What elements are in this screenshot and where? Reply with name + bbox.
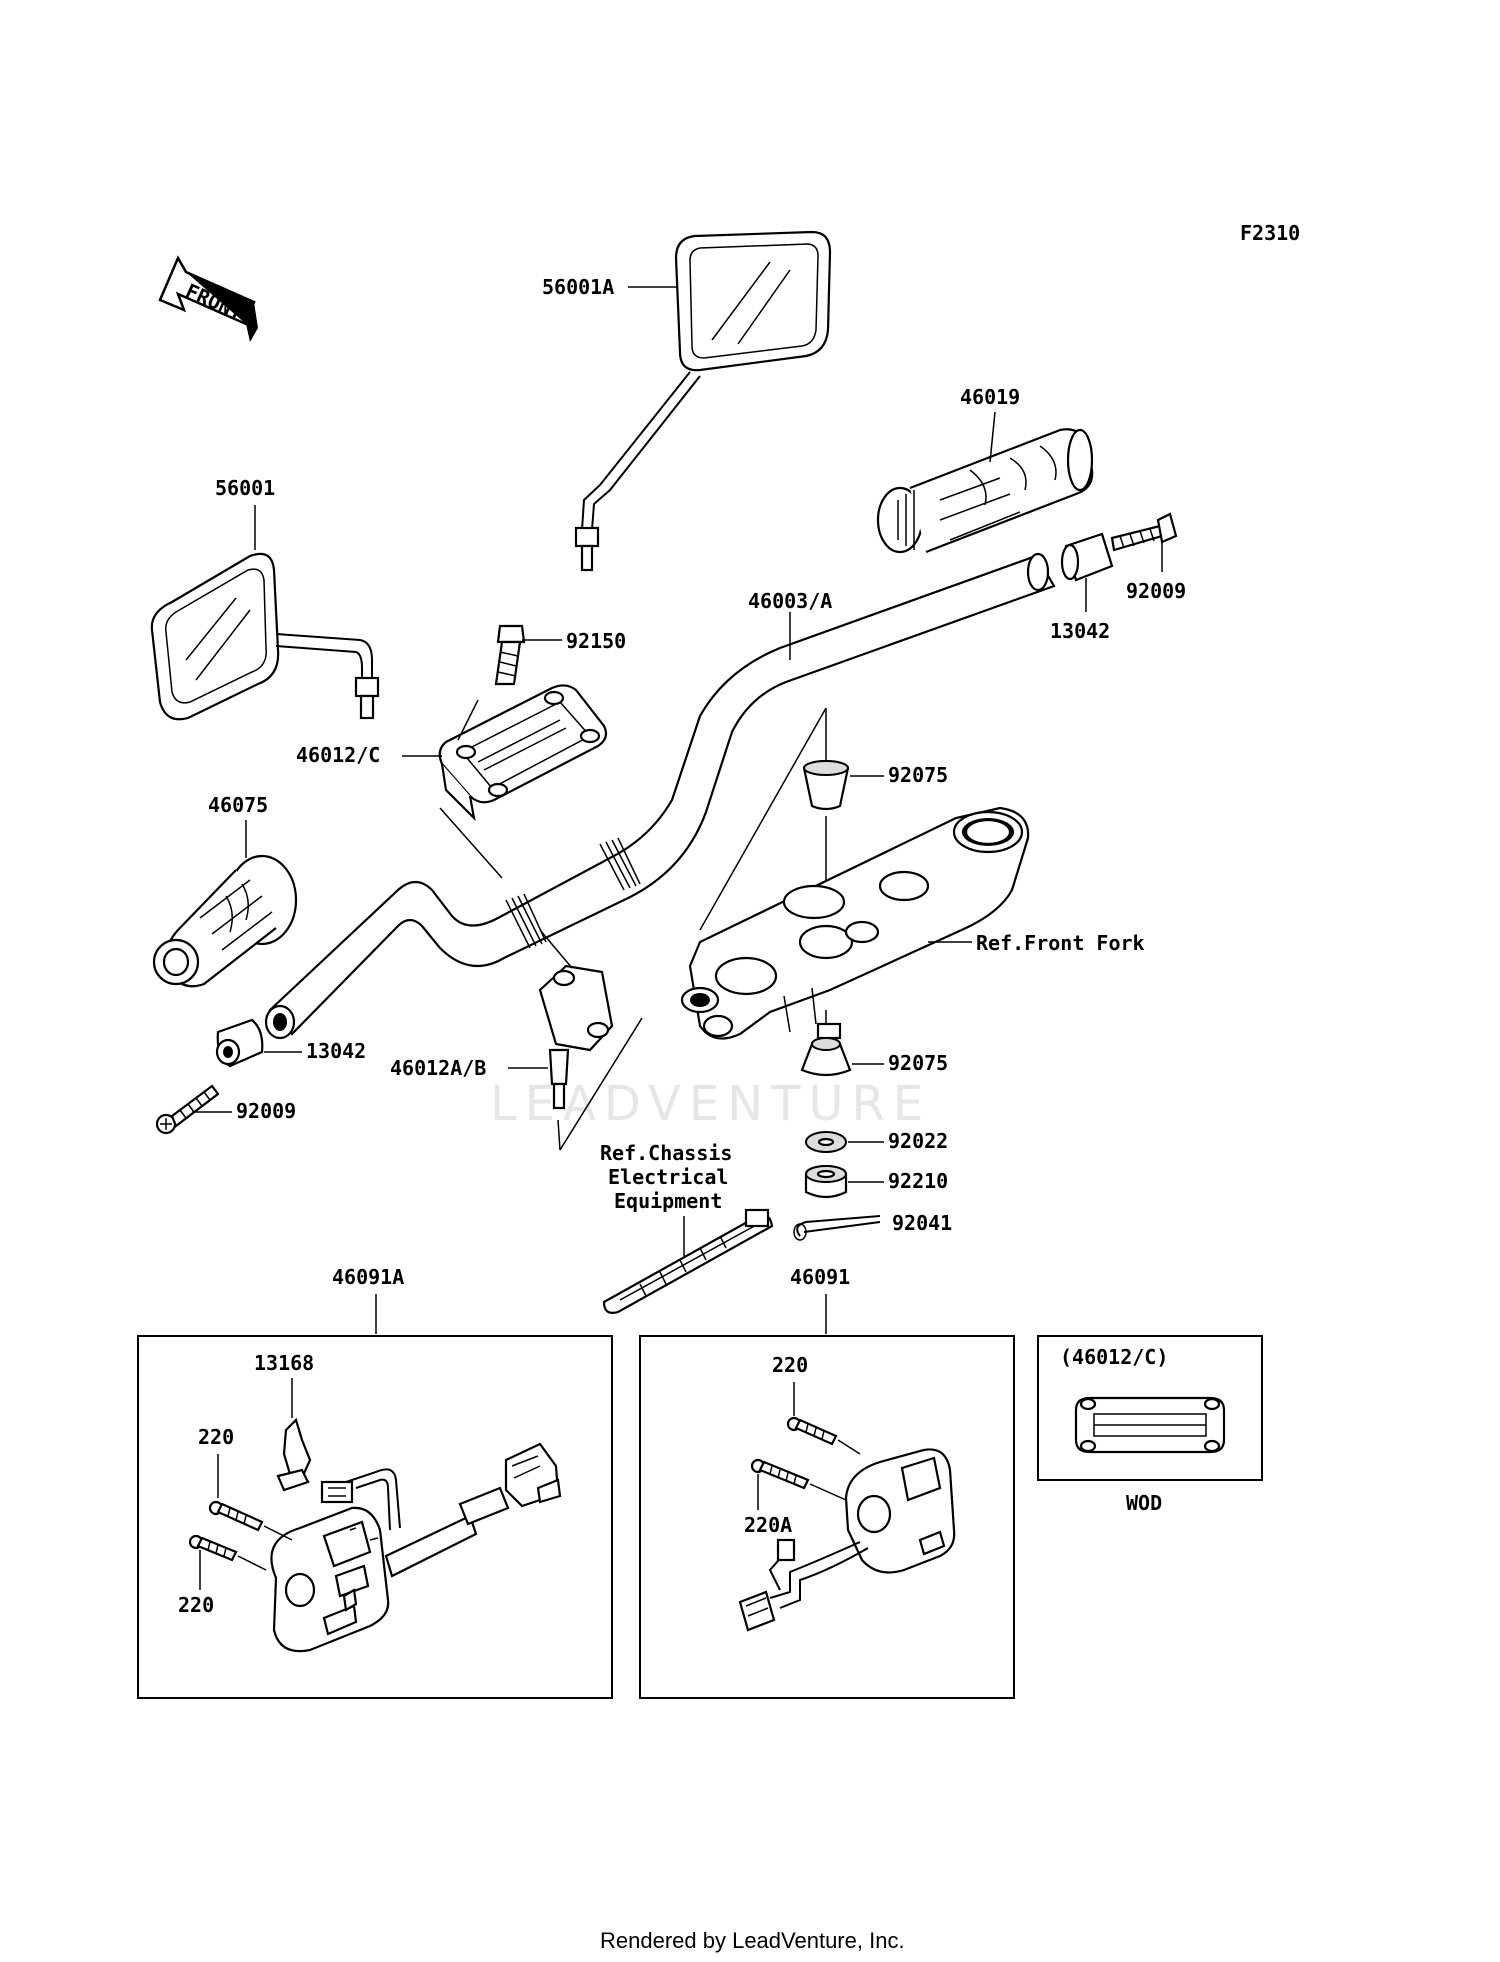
label-92022: 92022 <box>888 1129 948 1153</box>
label-46091A: 46091A <box>332 1265 404 1289</box>
label-220-left-upper: 220 <box>198 1425 234 1449</box>
label-13042-left: 13042 <box>306 1039 366 1063</box>
screw-92009-right[interactable] <box>1110 512 1178 552</box>
screw-220-left-upper[interactable] <box>208 1500 264 1532</box>
screw-92009-left[interactable] <box>155 1084 220 1135</box>
inset-upper-clamp-wod[interactable] <box>1074 1396 1226 1454</box>
washer-92022[interactable] <box>805 1131 847 1153</box>
cable-tie[interactable] <box>602 1208 774 1314</box>
inset-caption: WOD <box>1126 1491 1162 1515</box>
label-46012C: 46012/C <box>296 743 380 767</box>
label-46012AB: 46012A/B <box>390 1056 486 1080</box>
switch-right-box <box>639 1335 1015 1699</box>
mirror-right[interactable] <box>574 230 832 572</box>
label-56001A: 56001A <box>542 275 614 299</box>
handlebar[interactable] <box>264 552 1056 1040</box>
clip-13168[interactable] <box>276 1417 312 1492</box>
label-92210: 92210 <box>888 1169 948 1193</box>
screw-220-right[interactable] <box>786 1416 838 1446</box>
label-92041: 92041 <box>892 1211 952 1235</box>
label-92075-upper: 92075 <box>888 763 948 787</box>
label-46003A: 46003/A <box>748 589 832 613</box>
screw-220-left-lower[interactable] <box>188 1534 238 1562</box>
screw-220A[interactable] <box>750 1458 810 1490</box>
label-92075-lower: 92075 <box>888 1051 948 1075</box>
switch-housing-left[interactable] <box>270 1506 478 1653</box>
footer-credit: Rendered by LeadVenture, Inc. <box>600 1928 905 1953</box>
label-46091: 46091 <box>790 1265 850 1289</box>
label-220-right: 220 <box>772 1353 808 1377</box>
label-46075: 46075 <box>208 793 268 817</box>
steering-stem-upper-bracket[interactable] <box>680 806 1030 1040</box>
grip-left[interactable] <box>152 854 298 988</box>
label-220A: 220A <box>744 1513 792 1537</box>
label-220-left-lower: 220 <box>178 1593 214 1617</box>
bar-end-weight-left[interactable] <box>215 1018 264 1068</box>
nut-92210[interactable] <box>804 1165 848 1199</box>
bar-end-weight-right[interactable] <box>1060 532 1114 582</box>
label-56001: 56001 <box>215 476 275 500</box>
switch-housing-right[interactable] <box>844 1448 956 1574</box>
handlebar-upper-clamp[interactable] <box>438 684 608 822</box>
bolt-92150[interactable] <box>494 624 526 686</box>
inset-title: (46012/C) <box>1060 1345 1168 1369</box>
label-46019: 46019 <box>960 385 1020 409</box>
diagram-code: F2310 <box>1240 221 1300 245</box>
damper-92075-upper[interactable] <box>802 760 850 811</box>
ref-chassis-line3: Equipment <box>614 1189 722 1213</box>
ref-front-fork: Ref.Front Fork <box>976 931 1145 955</box>
label-92150: 92150 <box>566 629 626 653</box>
grip-right[interactable] <box>876 428 1094 554</box>
label-13168: 13168 <box>254 1351 314 1375</box>
ref-chassis-line2: Electrical <box>608 1165 728 1189</box>
inset-wod-box <box>1037 1335 1263 1481</box>
label-13042-right: 13042 <box>1050 619 1110 643</box>
front-arrow-icon: FRONT <box>158 255 258 342</box>
damper-92075-lower[interactable] <box>800 1037 852 1077</box>
switch-wiring-right[interactable] <box>738 1538 869 1632</box>
switch-wiring-left[interactable] <box>320 1442 562 1531</box>
label-92009-right: 92009 <box>1126 579 1186 603</box>
label-92009-left: 92009 <box>236 1099 296 1123</box>
ref-chassis-line1: Ref.Chassis <box>600 1141 732 1165</box>
handlebar-lower-clamp[interactable] <box>538 964 614 1110</box>
switch-left-box <box>137 1335 613 1699</box>
cotter-pin-92041[interactable] <box>793 1215 881 1241</box>
mirror-left[interactable] <box>150 552 380 721</box>
